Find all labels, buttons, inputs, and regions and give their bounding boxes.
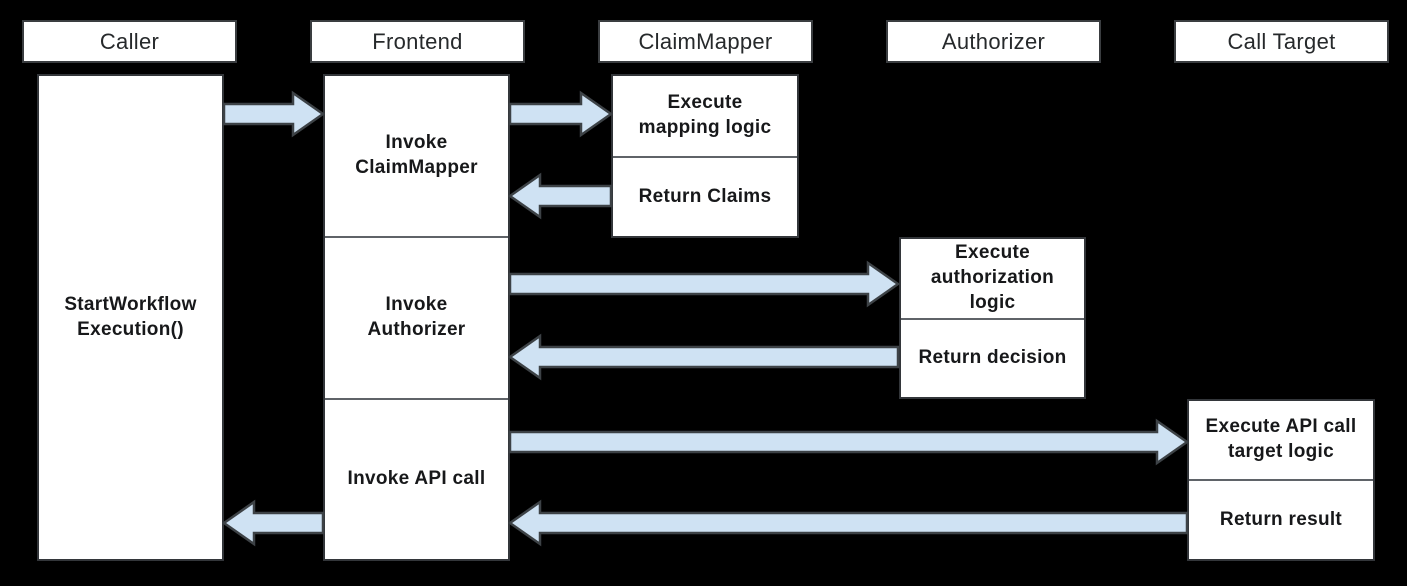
arrow-caller-to-frontend: [222, 90, 326, 138]
frontend-invoke-api-call: Invoke API call: [325, 398, 508, 559]
activation-caller: StartWorkflow Execution(): [37, 74, 224, 561]
arrow-calltarget-to-frontend: [507, 499, 1189, 547]
header-caller: Caller: [22, 20, 237, 63]
arrow-frontend-to-calltarget: [508, 418, 1190, 466]
claimmapper-execute-mapping-logic: Execute mapping logic: [638, 92, 772, 138]
header-caller-label: Caller: [99, 28, 160, 54]
authorizer-return-decision: Return decision: [901, 317, 1084, 397]
arrow-claimmapper-to-frontend: [507, 172, 613, 220]
activation-frontend: Invoke ClaimMapper Invoke Authorizer Inv…: [323, 74, 510, 561]
arrow-authorizer-to-frontend: [507, 333, 900, 381]
header-call-target: Call Target: [1174, 20, 1389, 63]
header-authorizer-label: Authorizer: [941, 28, 1046, 54]
header-frontend: Frontend: [310, 20, 525, 63]
header-call-target-label: Call Target: [1227, 28, 1336, 54]
header-claim-mapper: ClaimMapper: [598, 20, 813, 63]
header-frontend-label: Frontend: [372, 28, 463, 54]
activation-claim-mapper: Execute mapping logic Return Claims: [611, 74, 799, 238]
calltarget-execute-api-call-target-logic: Execute API call target logic: [1205, 416, 1357, 462]
frontend-invoke-authorizer: Invoke Authorizer: [325, 235, 508, 399]
arrow-frontend-to-claimmapper: [508, 90, 614, 138]
frontend-invoke-claimmapper: Invoke ClaimMapper: [355, 132, 478, 178]
claimmapper-return-claims: Return Claims: [613, 155, 797, 236]
header-claim-mapper-label: ClaimMapper: [638, 28, 773, 54]
calltarget-return-result: Return result: [1189, 479, 1373, 559]
activation-authorizer: Execute authorization logic Return decis…: [899, 237, 1086, 399]
header-authorizer: Authorizer: [886, 20, 1101, 63]
activation-call-target: Execute API call target logic Return res…: [1187, 399, 1375, 561]
arrow-frontend-to-authorizer: [508, 260, 901, 308]
authorizer-execute-authorization-logic: Execute authorization logic: [930, 242, 1055, 313]
arrow-frontend-to-caller: [221, 499, 325, 547]
caller-startworkflow-label: StartWorkflow Execution(): [64, 293, 197, 340]
